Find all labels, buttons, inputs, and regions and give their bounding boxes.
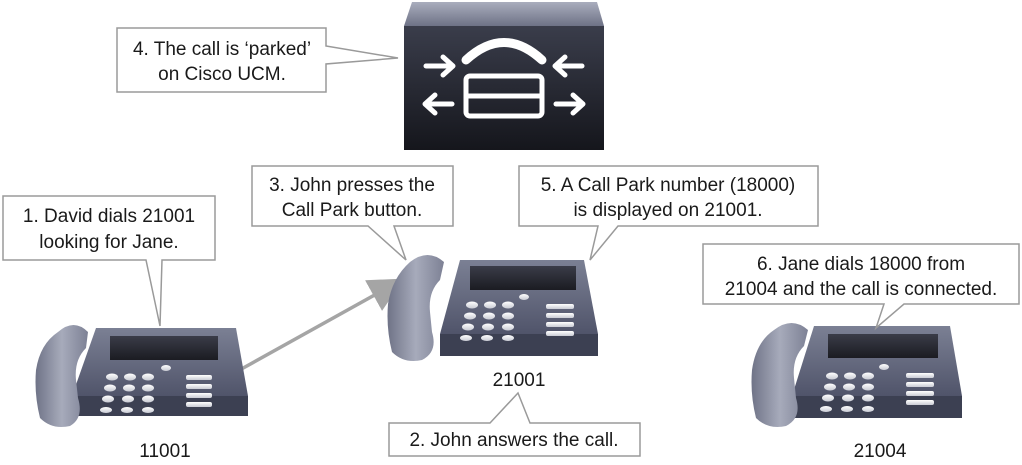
phone-body-front	[792, 396, 962, 418]
phone-keypad	[460, 294, 529, 341]
callout-bubble	[2, 195, 216, 327]
phone-handset	[387, 255, 444, 361]
server-top-face	[404, 2, 604, 26]
callout-step4: 4. The call is ‘parked’ on Cisco UCM.	[116, 27, 399, 93]
callout-step5: 5. A Call Park number (18000) is display…	[518, 165, 819, 261]
phone-handset	[751, 323, 808, 427]
phone-screen	[828, 334, 938, 358]
phone-11001: 11001	[35, 325, 248, 462]
phone-21004: 21004	[751, 323, 962, 462]
phone-softkeys	[186, 375, 212, 407]
call-connection-arrow	[235, 278, 405, 374]
callout-step3: 3. John presses the Call Park button.	[251, 165, 454, 261]
callout-step2: 2. John answers the call.	[388, 391, 641, 457]
phone-softkeys	[546, 304, 574, 336]
callout-bubble	[518, 165, 819, 261]
callout-step2-line1: 2. John answers the call.	[409, 430, 618, 451]
callout-step5-line2: is displayed on 21001.	[573, 200, 762, 221]
cisco-ucm-server	[404, 2, 604, 150]
phone-21001: 21001	[387, 255, 598, 391]
phone-keypad	[820, 364, 889, 412]
call-park-icon	[422, 38, 586, 119]
phone-screen	[470, 266, 576, 290]
phone-body-front	[440, 334, 598, 356]
callout-step6-line1: 6. Jane dials 18000 from	[757, 254, 965, 275]
extension-label-21001: 21001	[493, 370, 546, 391]
callout-step4-line1: 4. The call is ‘parked’	[133, 39, 311, 60]
extension-label-21004: 21004	[854, 441, 907, 462]
callout-bubble	[702, 243, 1020, 331]
callout-bubble	[251, 165, 454, 261]
callout-step3-line2: Call Park button.	[282, 200, 422, 221]
callout-step3-line1: 3. John presses the	[269, 175, 435, 196]
callout-bubble	[388, 391, 641, 457]
phone-keypad	[100, 365, 171, 413]
phone-handset	[35, 325, 88, 427]
phone-softkeys	[906, 373, 934, 405]
phone-body-front	[72, 396, 248, 416]
callout-step1-line2: looking for Jane.	[39, 232, 178, 253]
callout-step6-line2: 21004 and the call is connected.	[725, 279, 998, 300]
callout-bubble	[116, 27, 399, 93]
phone-screen	[110, 336, 218, 360]
callout-step1: 1. David dials 21001 looking for Jane.	[2, 195, 216, 327]
extension-label-11001: 11001	[139, 441, 190, 462]
callout-step4-line2: on Cisco UCM.	[158, 64, 286, 85]
callout-step1-line1: 1. David dials 21001	[23, 206, 195, 227]
callout-step5-line1: 5. A Call Park number (18000)	[541, 175, 796, 196]
callout-step6: 6. Jane dials 18000 from 21004 and the c…	[702, 243, 1020, 331]
